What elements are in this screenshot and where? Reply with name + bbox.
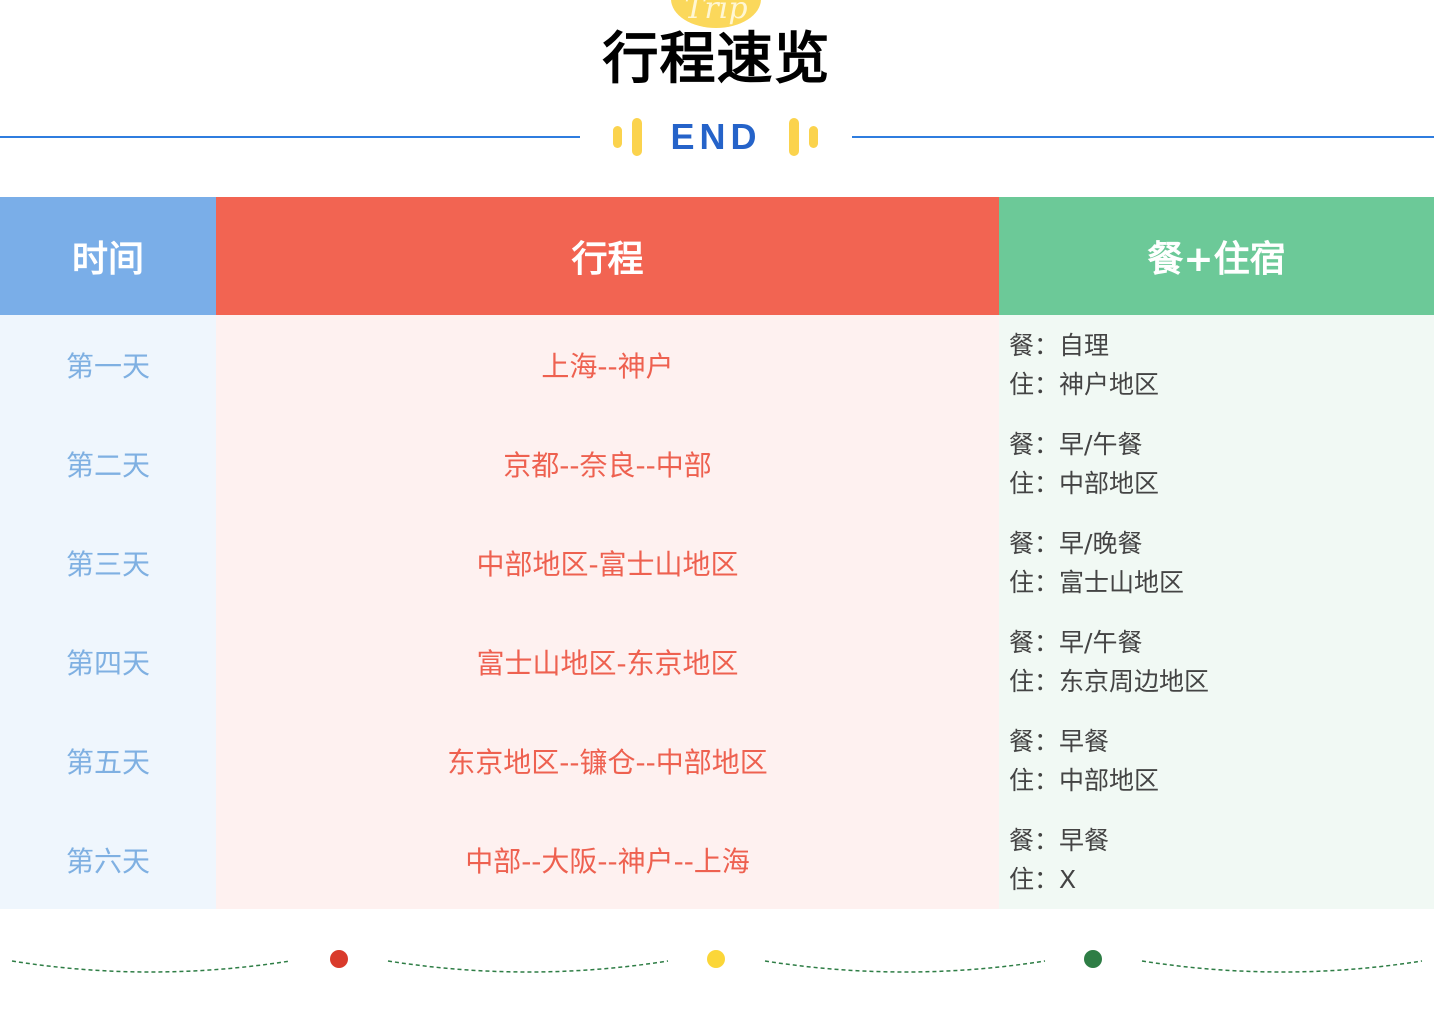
stay-value: 神户地区 bbox=[1059, 369, 1160, 399]
stay-value: 中部地区 bbox=[1059, 765, 1160, 795]
trip-badge-text: Trip bbox=[684, 0, 748, 26]
meal-stay-cell: 餐：自理 住：神户地区 bbox=[999, 315, 1434, 414]
stay-line: 住：X bbox=[1009, 860, 1434, 899]
meal-stay-cell: 餐：早/午餐 住：东京周边地区 bbox=[999, 612, 1434, 711]
stay-prefix: 住： bbox=[1009, 864, 1060, 894]
meal-prefix: 餐： bbox=[1009, 726, 1060, 756]
footer-decoration bbox=[0, 930, 1445, 990]
day-cell: 第四天 bbox=[0, 612, 216, 711]
dashed-arc bbox=[387, 960, 669, 973]
stay-line: 住：东京周边地区 bbox=[1009, 662, 1434, 701]
title-area: Trip 行程速览 bbox=[0, 0, 1445, 100]
column-header-meal-stay: 餐+住宿 bbox=[999, 197, 1434, 315]
route-cell: 富士山地区-东京地区 bbox=[216, 612, 999, 711]
stay-prefix: 住： bbox=[1009, 567, 1060, 597]
divider-line-left bbox=[0, 136, 580, 138]
stay-line: 住：中部地区 bbox=[1009, 464, 1434, 503]
day-cell: 第一天 bbox=[0, 315, 216, 414]
table-row: 第一天 上海--神户 餐：自理 住：神户地区 bbox=[0, 315, 1434, 414]
stay-value: 东京周边地区 bbox=[1059, 666, 1210, 696]
page-title: 行程速览 bbox=[602, 27, 831, 92]
yellow-dot-icon bbox=[707, 950, 725, 968]
stay-prefix: 住： bbox=[1009, 369, 1060, 399]
day-cell: 第五天 bbox=[0, 711, 216, 810]
dashed-arc bbox=[1141, 960, 1423, 973]
meal-line: 餐：早/午餐 bbox=[1009, 425, 1434, 464]
yellow-bar-icon bbox=[789, 118, 799, 156]
table-header-row: 时间 行程 餐+住宿 bbox=[0, 197, 1434, 315]
meal-value: 早餐 bbox=[1059, 726, 1110, 756]
meal-prefix: 餐： bbox=[1009, 528, 1060, 558]
yellow-bar-icon bbox=[632, 118, 642, 156]
column-header-time: 时间 bbox=[0, 197, 216, 315]
stay-value: 中部地区 bbox=[1059, 468, 1160, 498]
meal-value: 早/午餐 bbox=[1059, 429, 1143, 459]
stay-value: 富士山地区 bbox=[1059, 567, 1185, 597]
meal-value: 早/晚餐 bbox=[1059, 528, 1143, 558]
meal-stay-cell: 餐：早/晚餐 住：富士山地区 bbox=[999, 513, 1434, 612]
end-divider: END bbox=[0, 110, 1445, 164]
stay-prefix: 住： bbox=[1009, 666, 1060, 696]
meal-value: 早/午餐 bbox=[1059, 627, 1143, 657]
trip-badge: Trip bbox=[671, 0, 761, 28]
yellow-bar-icon bbox=[809, 126, 818, 148]
stay-line: 住：富士山地区 bbox=[1009, 563, 1434, 602]
meal-line: 餐：早/晚餐 bbox=[1009, 524, 1434, 563]
day-cell: 第三天 bbox=[0, 513, 216, 612]
route-cell: 京都--奈良--中部 bbox=[216, 414, 999, 513]
meal-prefix: 餐： bbox=[1009, 825, 1060, 855]
meal-prefix: 餐： bbox=[1009, 627, 1060, 657]
route-cell: 上海--神户 bbox=[216, 315, 999, 414]
meal-prefix: 餐： bbox=[1009, 429, 1060, 459]
dashed-arc bbox=[11, 960, 291, 973]
column-header-route: 行程 bbox=[216, 197, 999, 315]
dashed-arc bbox=[764, 960, 1046, 973]
stay-prefix: 住： bbox=[1009, 765, 1060, 795]
table-row: 第六天 中部--大阪--神户--上海 餐：早餐 住：X bbox=[0, 810, 1434, 909]
day-cell: 第二天 bbox=[0, 414, 216, 513]
green-dot-icon bbox=[1084, 950, 1102, 968]
meal-stay-cell: 餐：早餐 住：中部地区 bbox=[999, 711, 1434, 810]
table-row: 第五天 东京地区--镰仓--中部地区 餐：早餐 住：中部地区 bbox=[0, 711, 1434, 810]
meal-line: 餐：早/午餐 bbox=[1009, 623, 1434, 662]
yellow-bar-icon bbox=[613, 126, 622, 148]
meal-stay-cell: 餐：早/午餐 住：中部地区 bbox=[999, 414, 1434, 513]
stay-prefix: 住： bbox=[1009, 468, 1060, 498]
meal-line: 餐：早餐 bbox=[1009, 722, 1434, 761]
day-cell: 第六天 bbox=[0, 810, 216, 909]
stay-value: X bbox=[1059, 864, 1077, 894]
table-row: 第二天 京都--奈良--中部 餐：早/午餐 住：中部地区 bbox=[0, 414, 1434, 513]
red-dot-icon bbox=[330, 950, 348, 968]
stay-line: 住：神户地区 bbox=[1009, 365, 1434, 404]
meal-value: 自理 bbox=[1059, 330, 1110, 360]
table-row: 第三天 中部地区-富士山地区 餐：早/晚餐 住：富士山地区 bbox=[0, 513, 1434, 612]
route-cell: 东京地区--镰仓--中部地区 bbox=[216, 711, 999, 810]
divider-line-right bbox=[852, 136, 1434, 138]
end-label: END bbox=[670, 116, 762, 157]
table-row: 第四天 富士山地区-东京地区 餐：早/午餐 住：东京周边地区 bbox=[0, 612, 1434, 711]
meal-prefix: 餐： bbox=[1009, 330, 1060, 360]
meal-line: 餐：自理 bbox=[1009, 326, 1434, 365]
meal-line: 餐：早餐 bbox=[1009, 821, 1434, 860]
route-cell: 中部--大阪--神户--上海 bbox=[216, 810, 999, 909]
meal-stay-cell: 餐：早餐 住：X bbox=[999, 810, 1434, 909]
meal-value: 早餐 bbox=[1059, 825, 1110, 855]
dashed-arcs bbox=[11, 960, 1423, 973]
stay-line: 住：中部地区 bbox=[1009, 761, 1434, 800]
itinerary-table: 时间 行程 餐+住宿 第一天 上海--神户 餐：自理 住：神户地区 第二天 京都… bbox=[0, 197, 1434, 909]
route-cell: 中部地区-富士山地区 bbox=[216, 513, 999, 612]
